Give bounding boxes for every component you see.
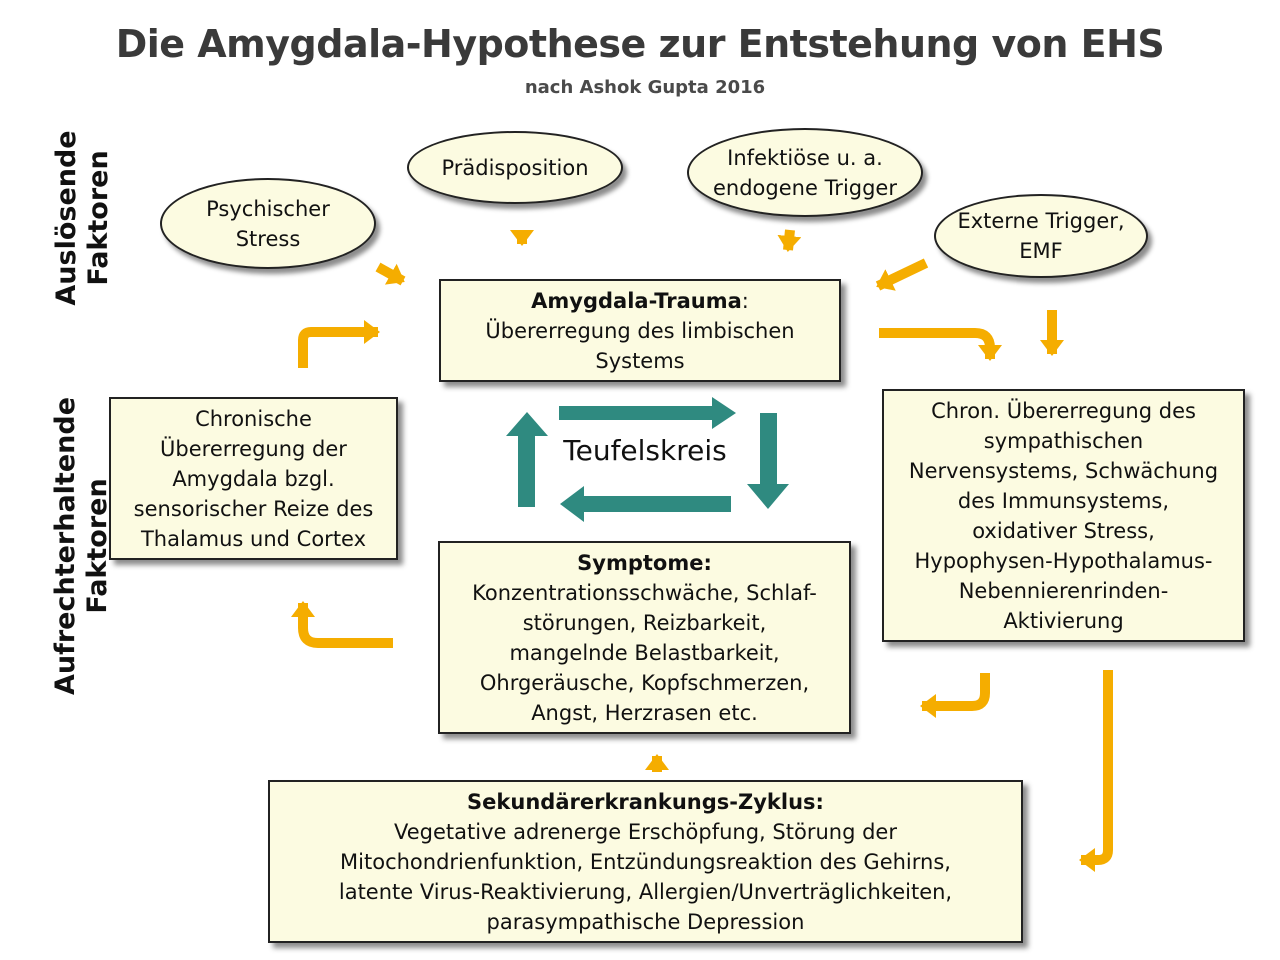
chronic-left-line4: sensorischer Reize des: [133, 496, 374, 521]
secondary-disease-box: Sekundärerkrankungs-Zyklus: Vegetative a…: [268, 780, 1023, 943]
chronic-right-line7: Nebennierenrinden-: [958, 578, 1169, 603]
arrow-psych-to-amygdala: [375, 262, 406, 286]
arrow-symptoms-to-chronic-left: [291, 601, 393, 648]
trigger-extern-line2: EMF: [1019, 239, 1063, 263]
chronic-right-line8: Aktivierung: [1003, 608, 1124, 633]
chronic-left-line2: Übererregung der: [160, 436, 347, 461]
teal-arrow-bottom-left: [560, 486, 731, 522]
arrow-chronic-right-to-secondary: [1079, 670, 1113, 872]
chronic-left-line5: Thalamus und Cortex: [140, 526, 367, 551]
chronic-right-line6: Hypophysen-Hypothalamus-: [914, 548, 1213, 573]
chronic-sympathetic-box: Chron. Übererregung des sympathischen Ne…: [882, 389, 1245, 642]
secondary-heading: Sekundärerkrankungs-Zyklus:: [467, 789, 824, 814]
teal-arrow-top-right: [559, 397, 736, 429]
secondary-line1: Vegetative adrenerge Erschöpfung, Störun…: [394, 819, 897, 844]
amygdala-line2: Systems: [595, 348, 685, 373]
symptoms-box: Symptome: Konzentrationsschwäche, Schlaf…: [438, 541, 851, 734]
vicious-circle-arrows: [506, 397, 789, 522]
chronic-right-line1: Chron. Übererregung des: [931, 398, 1196, 423]
symptoms-heading: Symptome:: [577, 550, 712, 575]
chronic-right-line5: oxidativer Stress,: [972, 518, 1155, 543]
trigger-predisposition-line1: Prädisposition: [441, 155, 589, 180]
secondary-line4: parasympathische Depression: [486, 909, 805, 934]
trigger-infect-line1: Infektiöse u. a.: [727, 145, 883, 170]
trigger-psych-line1: Psychischer: [206, 196, 330, 221]
symptoms-line2: störungen, Reizbarkeit,: [522, 610, 767, 635]
teal-arrow-right-down: [747, 413, 789, 509]
trigger-psychological-stress: Psychischer Stress: [160, 178, 376, 269]
chronic-right-line2: sympathischen: [983, 428, 1144, 453]
arrow-infect-to-amygdala: [777, 229, 802, 252]
amygdala-line1: Übererregung des limbischen: [485, 318, 795, 343]
trigger-infect-line2: endogene Trigger: [713, 175, 897, 200]
trigger-infectious-endogenous: Infektiöse u. a. endogene Trigger: [687, 128, 923, 217]
arrow-amygdala-to-chronic-right: [879, 328, 1002, 361]
amygdala-trauma-box: Amygdala-Trauma: Übererregung des limbis…: [439, 279, 841, 382]
diagram-subtitle: nach Ashok Gupta 2016: [524, 77, 766, 98]
symptoms-line4: Ohrgeräusche, Kopfschmerzen,: [479, 670, 810, 695]
symptoms-line3: mangelnde Belastbarkeit,: [509, 640, 780, 665]
trigger-psych-line2: Stress: [235, 226, 301, 251]
chronic-left-line1: Chronische: [195, 406, 312, 431]
vicious-circle-label: Teufelskreis: [563, 434, 727, 467]
chronic-left-line3: Amygdala bzgl.: [172, 466, 335, 491]
arrow-chronic-left-to-amygdala: [298, 320, 380, 368]
chronic-right-line4: des Immunsystems,: [957, 488, 1170, 513]
chronic-amygdala-box: Chronische Übererregung der Amygdala bzg…: [109, 397, 398, 560]
chronic-right-line3: Nervensystems, Schwächung: [908, 458, 1219, 483]
symptoms-line5: Angst, Herzrasen etc.: [531, 700, 758, 725]
secondary-line2: Mitochondrienfunktion, Entzündungsreakti…: [340, 849, 951, 874]
trigger-predisposition: Prädisposition: [407, 131, 623, 204]
amygdala-heading: Amygdala-Trauma: [531, 288, 742, 313]
teal-arrow-left-up: [506, 412, 548, 507]
trigger-external-emf: Externe Trigger, EMF: [934, 194, 1148, 278]
arrow-chronic-right-to-symptoms: [920, 673, 990, 718]
diagram-title: Die Amygdala-Hypothese zur Entstehung vo…: [115, 22, 1165, 66]
arrow-extern-to-amygdala: [875, 258, 929, 291]
symptoms-line1: Konzentrationsschwäche, Schlaf-: [472, 580, 817, 605]
secondary-line3: latente Virus-Reaktivierung, Allergien/U…: [338, 879, 953, 904]
trigger-extern-line1: Externe Trigger,: [957, 209, 1125, 233]
amygdala-heading-colon: :: [741, 288, 749, 313]
